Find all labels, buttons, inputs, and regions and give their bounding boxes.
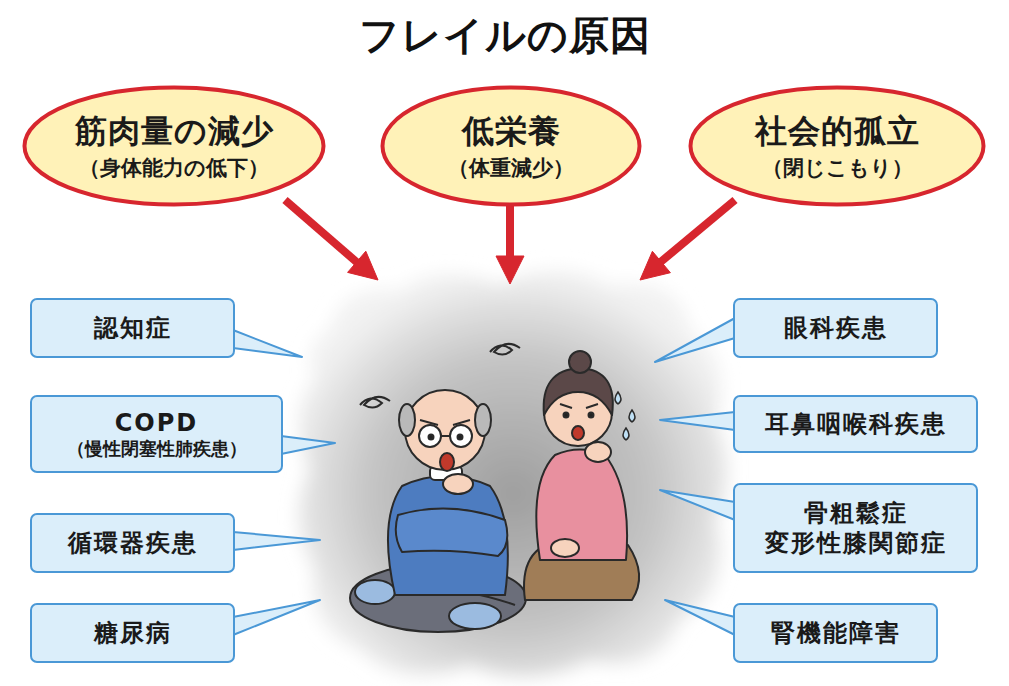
sweat-drop — [629, 410, 635, 422]
sweater — [388, 476, 508, 595]
glasses-lens — [419, 425, 441, 447]
node-sublabel: （慢性閉塞性肺疾患） — [67, 438, 247, 461]
hair — [544, 368, 613, 415]
glasses-lens — [450, 425, 472, 447]
node-label: 骨粗鬆症 — [804, 498, 908, 528]
node-sublabel: （身体能力の低下） — [79, 155, 269, 181]
disease-callout: 耳鼻咽喉科疾患 — [733, 395, 978, 453]
eyebrow — [420, 420, 470, 425]
node-sublabel: （閉じこもり） — [762, 155, 913, 181]
hair — [475, 404, 491, 436]
cause-ellipse: 低栄養 （体重減少） — [380, 85, 642, 207]
node-label: 糖尿病 — [94, 618, 172, 648]
arrow-shaft — [285, 200, 360, 265]
ellipse-shape — [25, 88, 324, 205]
glasses-bridge — [441, 435, 450, 437]
disease-callout: 認知症 — [30, 298, 235, 358]
cause-ellipse: 社会的孤立 （閉じこもり） — [688, 85, 986, 207]
eye — [458, 435, 463, 440]
arrow-shaft — [657, 200, 735, 265]
node-sublabel: 変形性膝関節症 — [765, 528, 947, 558]
hand — [585, 442, 611, 462]
arrow-head — [640, 251, 670, 280]
squiggle — [360, 397, 390, 408]
node-label: 耳鼻咽喉科疾患 — [765, 409, 947, 439]
mouth — [440, 453, 454, 471]
node-label: 筋肉量の減少 — [75, 111, 274, 151]
node-label: 認知症 — [94, 313, 172, 343]
callout-tail — [660, 412, 735, 430]
sweat-drops — [615, 392, 635, 440]
callout-tails — [233, 318, 735, 635]
crossed-arms — [396, 509, 508, 556]
callout-tail — [233, 600, 320, 635]
mouth — [572, 426, 584, 440]
hand — [443, 474, 473, 494]
node-label: 眼科疾患 — [784, 313, 888, 343]
hair-bun — [569, 351, 591, 373]
disease-callout: COPD（慢性閉塞性肺疾患） — [30, 395, 283, 473]
disease-callout: 循環器疾患 — [30, 513, 235, 573]
arrow-shaft — [506, 200, 514, 262]
arrow-head — [496, 256, 524, 284]
cause-ellipse: 筋肉量の減少 （身体能力の低下） — [22, 85, 326, 207]
callout-tail — [655, 318, 735, 362]
head — [405, 390, 485, 470]
hair — [399, 404, 415, 436]
sock — [355, 580, 395, 604]
elderly-woman — [524, 351, 639, 600]
eye — [564, 413, 569, 418]
sweater — [536, 450, 627, 561]
node-label: 循環器疾患 — [68, 528, 198, 558]
diagram-title: フレイルの原因 — [0, 8, 1009, 63]
worry-marks — [360, 344, 520, 408]
eye — [429, 435, 434, 440]
disease-callout: 糖尿病 — [30, 603, 235, 663]
node-label: 社会的孤立 — [755, 111, 920, 151]
node-sublabel: （体重減少） — [448, 155, 574, 181]
node-label: COPD — [115, 408, 199, 438]
elderly-man — [350, 390, 526, 632]
sweat-drop — [623, 428, 629, 440]
sweat-drop — [615, 392, 621, 404]
ellipse-shape — [691, 88, 984, 205]
callout-tail — [233, 532, 320, 550]
disease-callout: 骨粗鬆症変形性膝関節症 — [733, 483, 978, 573]
disease-callout: 腎機能障害 — [733, 603, 938, 663]
ellipse-shape — [383, 88, 640, 205]
callout-tail — [233, 330, 302, 357]
hand — [551, 539, 579, 557]
callout-tail — [660, 490, 735, 520]
squiggle — [490, 344, 520, 355]
node-label: 腎機能障害 — [771, 618, 901, 648]
gray-cloud — [299, 270, 728, 676]
sock — [449, 603, 501, 629]
eyebrow — [560, 404, 598, 408]
callout-tail — [281, 436, 335, 454]
cause-arrows — [285, 200, 735, 284]
callout-tail — [665, 600, 735, 635]
node-label: 低栄養 — [462, 111, 561, 151]
arrow-head — [348, 251, 378, 280]
disease-callout: 眼科疾患 — [733, 298, 938, 358]
eye — [589, 413, 594, 418]
